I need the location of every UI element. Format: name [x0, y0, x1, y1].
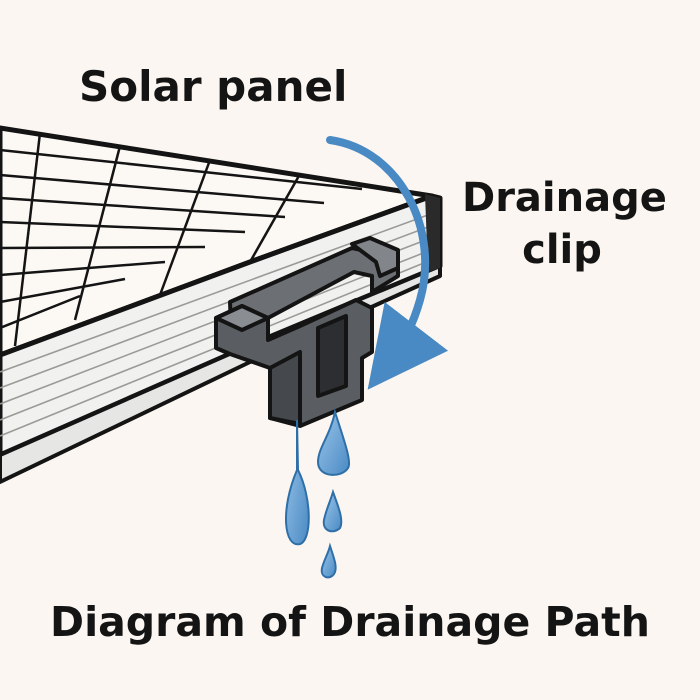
- drainage-clip-label: Drainage clip: [462, 172, 667, 276]
- water-drop-icon: [320, 542, 337, 579]
- clip-drain-slot: [316, 314, 348, 398]
- diagram-title: Diagram of Drainage Path: [50, 598, 650, 646]
- clip-right-ear: [350, 236, 400, 278]
- solar-panel: [0, 125, 443, 484]
- panel-cell-grid: [0, 132, 363, 350]
- water-drop-icon: [285, 419, 310, 546]
- drainage-clip: [214, 236, 400, 428]
- curved-arrow-icon: [326, 136, 449, 390]
- water-drops: [285, 408, 350, 579]
- water-drop-icon: [322, 488, 343, 533]
- drainage-clip-label-line2: clip: [522, 227, 602, 273]
- clip-stem: [268, 350, 302, 426]
- drainage-clip-label-line1: Drainage: [462, 175, 667, 221]
- solar-panel-label: Solar panel: [79, 62, 348, 111]
- water-drop-icon: [316, 408, 350, 476]
- clip-left-tab: [214, 304, 270, 332]
